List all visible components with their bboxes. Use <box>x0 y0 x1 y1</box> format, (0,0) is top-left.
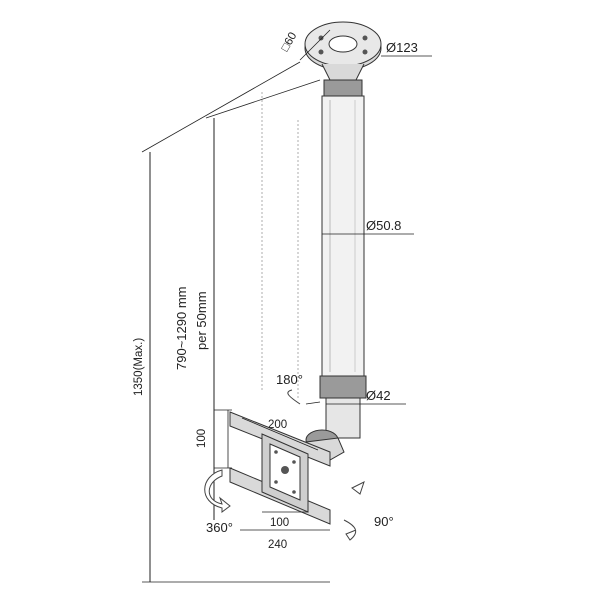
pole <box>319 79 367 439</box>
tilt-head <box>304 429 345 461</box>
plate-diameter-label: Ø123 <box>386 40 418 55</box>
plate-square-label: □60 <box>279 30 299 53</box>
height-step-label: per 50mm <box>194 291 209 350</box>
plate-square-leader <box>299 29 331 61</box>
vesa-bottom-label: 240 <box>268 539 287 551</box>
rotate-arrow-icon <box>204 469 231 513</box>
vesa-bracket <box>229 411 331 525</box>
pole-diameter-label: Ø50.8 <box>366 218 401 233</box>
tube-diameter-label: Ø42 <box>366 388 391 403</box>
swivel-arrow-icon <box>287 389 321 405</box>
vesa-height-label: 100 <box>196 429 208 448</box>
tilt-label: 90° <box>374 514 394 529</box>
tilt-arrow-icon <box>343 481 365 541</box>
height-range-label: 790~1290 mm <box>174 287 189 370</box>
swivel-label: 180° <box>276 372 303 387</box>
vesa-width-label: 200 <box>268 419 287 431</box>
vesa-inner-label: 100 <box>270 517 289 529</box>
ceiling-plate <box>304 21 382 81</box>
total-height-label: 1350(Max.) <box>133 338 145 396</box>
rotate-label: 360° <box>206 520 233 535</box>
vesa-width-leader <box>241 417 319 451</box>
